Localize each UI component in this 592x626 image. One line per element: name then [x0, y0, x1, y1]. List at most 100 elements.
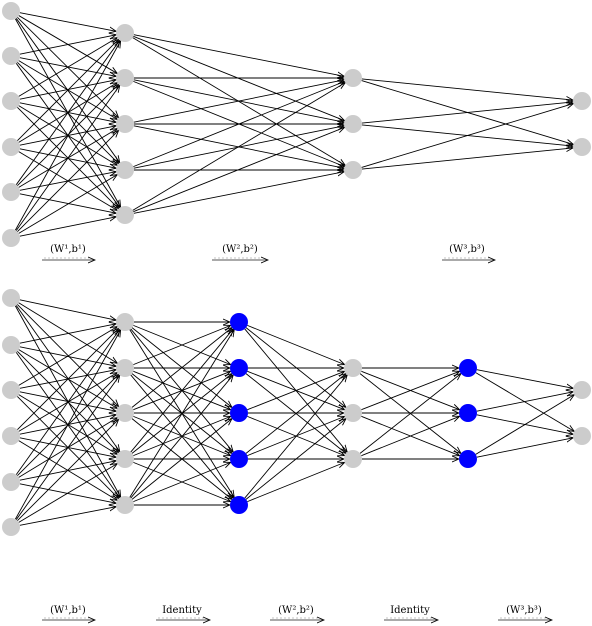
connection-edge	[131, 419, 232, 500]
connection-edge	[15, 375, 120, 520]
connection-edge	[476, 369, 573, 389]
identity-neuron	[459, 450, 477, 468]
neuron	[2, 47, 20, 65]
weight-bias-label: (W¹,b¹)	[50, 605, 86, 616]
connection-edge	[18, 302, 118, 364]
neuron	[344, 450, 362, 468]
connection-edge	[18, 464, 118, 523]
connection-edge	[19, 217, 116, 237]
identity-neuron	[459, 359, 477, 377]
connection-edge	[132, 37, 346, 166]
connection-edge	[245, 374, 346, 454]
connection-edge	[18, 327, 118, 386]
node-group	[2, 2, 591, 247]
connection-edge	[475, 372, 575, 432]
neuron	[344, 69, 362, 87]
neuron	[2, 289, 20, 307]
identity-neuron	[230, 496, 248, 514]
connection-edge	[133, 462, 230, 503]
neuron	[573, 92, 591, 110]
connection-edge	[132, 83, 346, 211]
connection-edge	[133, 172, 344, 214]
connection-edge	[19, 507, 116, 526]
neuron	[116, 24, 134, 42]
connection-edge	[476, 438, 573, 458]
neuron	[2, 518, 20, 536]
connection-edge	[19, 35, 116, 55]
connection-edge	[361, 416, 459, 457]
identity-neuron	[459, 404, 477, 422]
connection-edge	[130, 329, 233, 453]
connection-edge	[247, 462, 344, 503]
connection-edge	[361, 102, 573, 124]
connection-edge	[475, 395, 575, 455]
connection-edge	[129, 330, 234, 498]
edge-group	[14, 299, 575, 526]
connection-edge	[18, 38, 118, 97]
connection-edge	[361, 104, 574, 168]
connection-edge	[15, 329, 120, 475]
connection-edge	[476, 392, 573, 412]
neuron	[573, 138, 591, 156]
neuron	[116, 496, 134, 514]
connection-edge	[15, 40, 120, 185]
connection-edge	[359, 374, 461, 454]
connection-edge	[244, 375, 347, 499]
identity-label: Identity	[390, 605, 430, 616]
connection-edge	[19, 324, 116, 344]
connection-edge	[14, 330, 120, 520]
connection-edge	[133, 34, 344, 77]
connection-edge	[130, 375, 233, 499]
connection-edge	[247, 324, 344, 364]
connection-edge	[133, 35, 344, 120]
neuron	[116, 450, 134, 468]
neuron	[116, 404, 134, 422]
identity-neuron	[230, 404, 248, 422]
neuron	[116, 161, 134, 179]
connection-edge	[17, 39, 118, 141]
connection-edge	[17, 419, 118, 521]
connection-edge	[133, 81, 344, 168]
neuron	[344, 359, 362, 377]
neuron	[116, 69, 134, 87]
weight-bias-label: (W²,b²)	[278, 605, 314, 616]
connection-edge	[133, 80, 344, 123]
neuron	[2, 2, 20, 20]
identity-neuron	[230, 450, 248, 468]
connection-edge	[18, 175, 118, 234]
neuron	[2, 381, 20, 399]
neuron	[2, 427, 20, 445]
connection-edge	[14, 41, 120, 231]
top-network: (W¹,b¹)(W²,b²)(W³,b³)	[2, 2, 591, 260]
node-group	[2, 289, 591, 536]
neuron	[344, 404, 362, 422]
neuron	[2, 138, 20, 156]
neuron	[116, 206, 134, 224]
identity-neuron	[230, 359, 248, 377]
neuron	[344, 161, 362, 179]
neuron	[2, 336, 20, 354]
connection-edge	[17, 130, 118, 232]
connection-edge	[245, 419, 346, 500]
connection-edge	[15, 85, 120, 231]
neuron	[116, 115, 134, 133]
neuron	[573, 381, 591, 399]
neuron	[2, 183, 20, 201]
neuron	[2, 229, 20, 247]
weight-bias-label: (W¹,b¹)	[50, 244, 86, 255]
identity-neuron	[230, 313, 248, 331]
weight-bias-label: (W³,b³)	[449, 244, 485, 255]
identity-label: Identity	[162, 605, 202, 616]
connection-edge	[361, 78, 573, 100]
neuron	[2, 92, 20, 110]
connection-edge	[245, 327, 346, 408]
neuron	[116, 359, 134, 377]
neuron	[116, 313, 134, 331]
connection-edge	[361, 148, 573, 170]
connection-edge	[361, 371, 459, 411]
connection-edge	[17, 328, 118, 430]
edge-group	[14, 12, 574, 237]
connection-edge	[247, 371, 344, 411]
bottom-network: (W¹,b¹)Identity(W²,b²)Identity(W³,b³)	[2, 289, 591, 620]
